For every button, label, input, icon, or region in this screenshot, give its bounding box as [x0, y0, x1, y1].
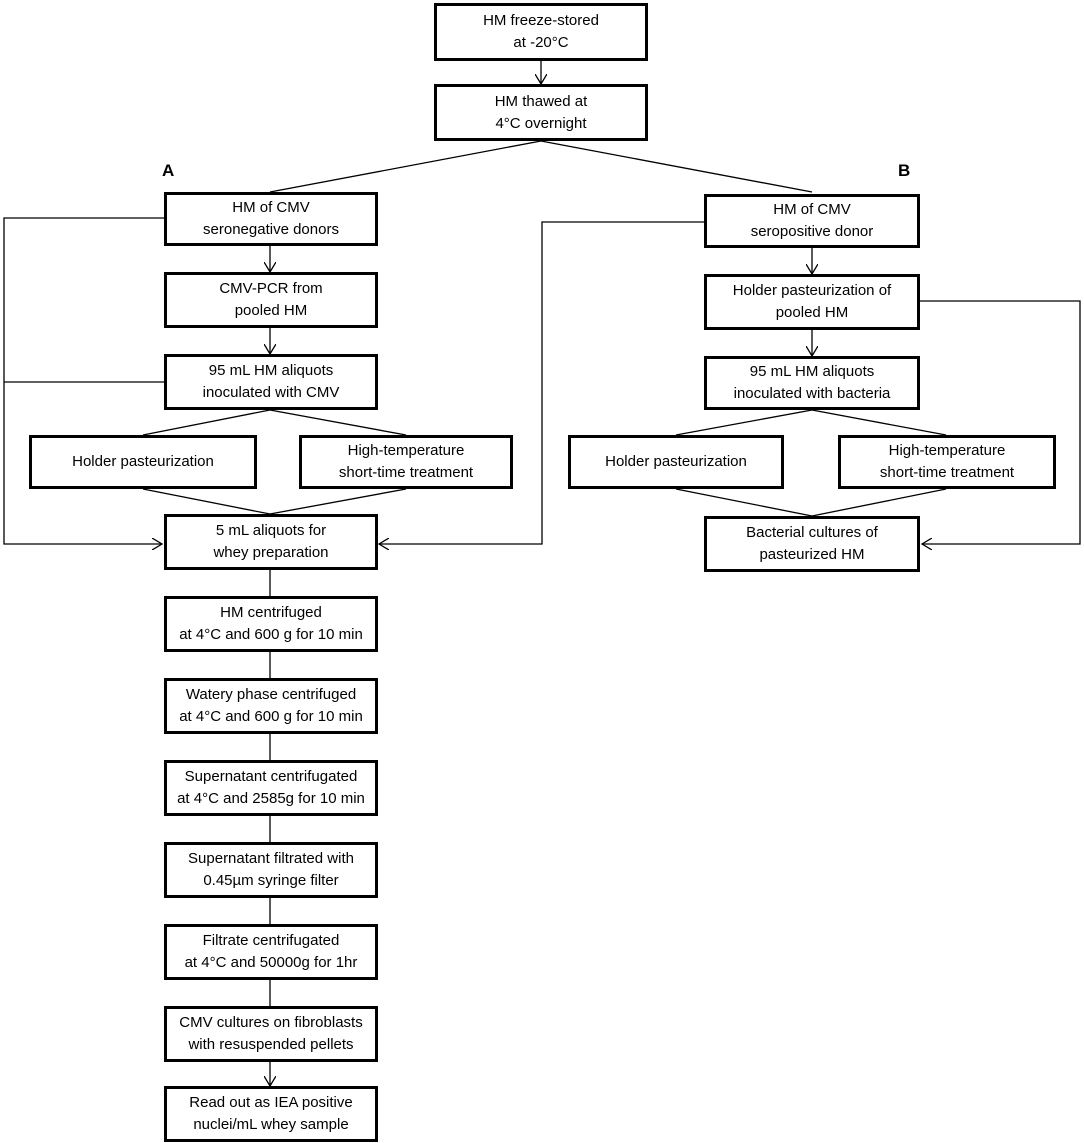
node-b-aliquots: 95 mL HM aliquots inoculated with bacteri…	[704, 356, 920, 410]
node-a-aliquots: 95 mL HM aliquots inoculated with CMV	[164, 354, 378, 410]
node-b-seropos-line2: seropositive donor	[750, 223, 874, 240]
line-htst-to-whey	[269, 488, 407, 515]
bypass-seropos-to-whey	[379, 221, 704, 544]
line-baliquots-to-htst	[811, 409, 947, 436]
node-a-cent4-line2: at 4°C and 50000g for 1hr	[184, 954, 358, 971]
line-aliquots-to-holder	[142, 409, 271, 436]
node-b-holder-pasteurization: Holder pasteurization	[568, 435, 784, 489]
node-b-bacterial-cultures: Bacterial cultures of pasteurized HM	[704, 516, 920, 572]
bypass-seroneg-to-whey	[3, 217, 164, 544]
panel-label-b: B	[898, 161, 911, 180]
node-b-cultures-line1: Bacterial cultures of	[746, 524, 878, 541]
node-a-cent1-line1: HM centrifuged	[220, 604, 322, 621]
node-a-whey-line2: whey preparation	[213, 544, 329, 561]
node-a-centrifuge-2: Watery phase centrifuged at 4°C and 600 g…	[164, 678, 378, 734]
node-a-whey-preparation: 5 mL aliquots for whey preparation	[164, 514, 378, 570]
node-a-cent4-line1: Filtrate centrifugated	[202, 932, 340, 949]
node-a-whey-line1: 5 mL aliquots for	[215, 522, 327, 539]
line-bholder-to-cultures	[675, 488, 813, 517]
node-b-seropositive: HM of CMV seropositive donor	[704, 194, 920, 248]
line-holder-to-whey	[142, 488, 271, 515]
node-a-readout-line1: Read out as IEA positive	[189, 1094, 353, 1111]
node-b-holderpool-line2: pooled HM	[775, 304, 849, 321]
node-a-seronegative: HM of CMV seronegative donors	[164, 192, 378, 246]
node-freeze-line1: HM freeze-stored	[483, 12, 599, 29]
node-b-cultures-line2: pasteurized HM	[759, 546, 865, 563]
node-a-seroneg-line1: HM of CMV	[232, 199, 310, 216]
node-a-cent2-line1: Watery phase centrifuged	[185, 686, 357, 703]
node-thaw-line1: HM thawed at	[494, 92, 588, 110]
node-a-pcr-line2: pooled HM	[234, 302, 308, 319]
node-a-htst-line2: short-time treatment	[338, 464, 474, 481]
node-b-aliquots-line1: 95 mL HM aliquots	[749, 363, 875, 380]
line-aliquots-to-htst	[269, 409, 407, 436]
node-b-holderpool-line1: Holder pasteurization of	[732, 282, 892, 299]
node-a-cent1-line2: at 4°C and 600 g for 10 min	[179, 626, 363, 643]
node-a-centrifuge-1: HM centrifuged at 4°C and 600 g for 10 mi…	[164, 596, 378, 652]
node-freeze-stored: HM freeze-stored at -20°C	[434, 3, 648, 61]
line-bhtst-to-cultures	[811, 488, 947, 517]
node-a-readout-line2: nuclei/mL whey sample	[193, 1116, 349, 1133]
line-thaw-to-b	[540, 140, 813, 193]
line-thaw-to-a	[269, 140, 542, 193]
node-a-seroneg-line2: seronegative donors	[203, 221, 339, 238]
node-a-htst: High-temperature short-time treatment	[299, 435, 513, 489]
node-a-centrifuge-3: Supernatant centrifugated at 4°C and 2585…	[164, 760, 378, 816]
node-thaw-line2: 4°C overnight	[495, 114, 587, 132]
node-b-seropos-line1: HM of CMV	[773, 201, 851, 218]
node-a-htst-line1: High-temperature	[347, 442, 465, 459]
node-b-aliquots-line2: inoculated with bacteria	[733, 385, 891, 402]
node-a-pcr-line1: CMV-PCR from	[219, 280, 323, 297]
node-a-cmv-cultures: CMV cultures on fibroblasts with resuspen…	[164, 1006, 378, 1062]
node-a-culture-line1: CMV cultures on fibroblasts	[179, 1014, 363, 1031]
node-a-holder-pasteurization: Holder pasteurization	[29, 435, 257, 489]
node-b-holder-line1: Holder pasteurization	[605, 453, 747, 470]
node-a-aliquots-line2: inoculated with CMV	[202, 384, 340, 401]
bypass-holderpool-to-cultures	[920, 300, 1081, 544]
node-a-holder-line1: Holder pasteurization	[72, 453, 214, 470]
node-a-filter-line1: Supernatant filtrated with	[188, 850, 354, 867]
node-a-cmv-pcr: CMV-PCR from pooled HM	[164, 272, 378, 328]
node-thawed: HM thawed at 4°C overnight	[434, 84, 648, 141]
node-b-htst: High-temperature short-time treatment	[838, 435, 1056, 489]
node-b-holder-pooled: Holder pasteurization of pooled HM	[704, 274, 920, 330]
node-a-culture-line2: with resuspended pellets	[188, 1036, 354, 1053]
panel-label-a: A	[162, 161, 175, 180]
node-b-htst-line1: High-temperature	[888, 442, 1006, 459]
node-a-filter-line2: 0.45µm syringe filter	[203, 872, 339, 889]
node-freeze-line2: at -20°C	[513, 34, 569, 51]
node-a-cent2-line2: at 4°C and 600 g for 10 min	[179, 708, 363, 725]
node-a-readout: Read out as IEA positive nuclei/mL whey s…	[164, 1086, 378, 1142]
node-b-htst-line2: short-time treatment	[879, 464, 1015, 481]
node-a-aliquots-line1: 95 mL HM aliquots	[208, 362, 334, 379]
line-baliquots-to-holder	[675, 409, 813, 436]
node-a-cent3-line1: Supernatant centrifugated	[184, 768, 358, 785]
node-a-filtration: Supernatant filtrated with 0.45µm syringe…	[164, 842, 378, 898]
node-a-centrifuge-4: Filtrate centrifugated at 4°C and 50000g …	[164, 924, 378, 980]
node-a-cent3-line2: at 4°C and 2585g for 10 min	[177, 790, 365, 807]
